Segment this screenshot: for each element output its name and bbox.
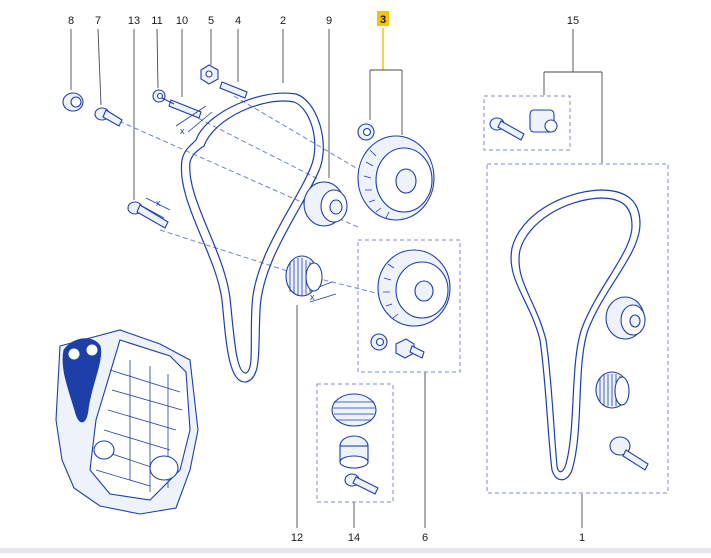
idler-pulley-14[interactable] [331,393,377,427]
timing-belt-kit-1[interactable] [510,189,641,481]
washer-6[interactable] [370,333,388,351]
timing-belt-2[interactable] [180,92,324,383]
callout-12[interactable]: 12 [291,532,303,544]
callout-10[interactable]: 10 [176,15,188,27]
bolt-6[interactable] [395,338,425,359]
dim-x-12: x [310,292,315,302]
callout-8[interactable]: 8 [68,15,74,27]
stud-10[interactable] [161,97,202,119]
callout-labels: 8 7 13 11 10 5 4 2 9 3 15 12 14 6 1 [68,11,585,544]
assembly-guide-lines [111,95,389,297]
group-box-14 [316,383,394,503]
washer-11[interactable] [152,89,166,103]
nut-5[interactable] [200,64,219,85]
group-box-1-kit [486,163,669,494]
group-box-15-top [483,95,571,151]
callout-3-highlight [377,11,389,26]
tensioner-pulley-1[interactable] [605,296,646,340]
camshaft-sprocket-3[interactable] [357,135,435,221]
spacer-15[interactable] [529,109,558,133]
bolt-7[interactable] [94,107,123,127]
callout-7[interactable]: 7 [95,15,101,27]
group-boxes [316,95,669,503]
stud-4[interactable] [219,81,248,99]
callout-6[interactable]: 6 [422,532,428,544]
camshaft-sprocket-6[interactable] [377,249,451,327]
callout-3[interactable]: 3 [380,14,386,26]
callout-2[interactable]: 2 [280,15,286,27]
group-box-6 [357,239,461,373]
bolt-13[interactable] [127,201,169,229]
bolt-15[interactable] [489,117,525,141]
seal-ring-8[interactable] [62,92,84,112]
callout-9[interactable]: 9 [326,15,332,27]
tensioner-pulley-9[interactable] [303,181,348,227]
callout-11[interactable]: 11 [151,15,162,27]
dim-x-10: x [180,126,185,136]
callout-15[interactable]: 15 [567,15,579,27]
window-bottom-edge [0,548,711,553]
bolt-14[interactable] [344,473,379,495]
callout-14[interactable]: 14 [348,532,360,544]
idler-pulley-1[interactable] [595,371,630,409]
engine-location-illustration [55,329,199,515]
callout-5[interactable]: 5 [208,15,214,27]
washer-3[interactable] [357,123,375,141]
dim-x-13: x [156,198,161,208]
spacer-14[interactable] [339,435,369,469]
callout-13[interactable]: 13 [128,15,140,27]
bolt-1[interactable] [609,436,649,471]
leader-lines [70,28,603,528]
callout-1[interactable]: 1 [579,532,585,544]
idler-pulley-12[interactable] [285,255,323,297]
callout-4[interactable]: 4 [235,15,241,27]
